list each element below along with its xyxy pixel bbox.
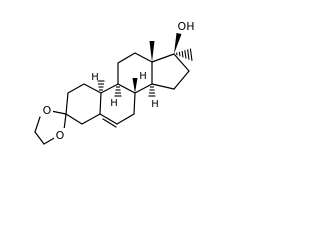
- bond-c7-c8: [133, 92, 136, 115]
- bond-c14-c8: [134, 83, 153, 94]
- bond-o-upper-ch2: [34, 116, 41, 133]
- hash-c17-methyl: [176, 48, 193, 61]
- structure-diagram: O O OH H H H H: [34, 19, 197, 145]
- bond-c12-c13: [134, 52, 153, 63]
- hash-c9-h: [114, 86, 122, 97]
- hash-c10-h: [97, 80, 105, 91]
- bond-c13-c17: [151, 53, 175, 63]
- bond-c6-c7: [116, 113, 135, 125]
- stereo-bonds: [97, 33, 193, 97]
- bond-c2-c3: [65, 92, 69, 115]
- bond-c9-c10: [100, 83, 119, 94]
- ring-c: [117, 52, 153, 94]
- bond-c15-c14: [151, 83, 175, 90]
- wedge-c17-oh: [174, 33, 182, 54]
- bond-c3-c4: [65, 113, 83, 125]
- wedge-c13-methyl: [149, 41, 155, 62]
- bond-c8-c9: [117, 83, 136, 94]
- bond-c10-c1: [83, 83, 102, 94]
- bond-c16-c15: [173, 70, 190, 90]
- wedge-c8-h: [132, 78, 138, 93]
- bond-c1-c2: [67, 83, 85, 94]
- ring-d: [151, 53, 190, 90]
- bond-c17-c16: [173, 53, 190, 72]
- atom-h-c10: H: [91, 72, 99, 83]
- bond-c5-c10: [99, 92, 102, 115]
- ring-b: [99, 83, 136, 128]
- hash-c14-h: [148, 86, 156, 97]
- bond-c3-o-upper: [50, 110, 67, 115]
- bond-c5-c6: [99, 113, 118, 125]
- ring-a: [65, 83, 102, 125]
- atom-labels: O O OH H H H H: [41, 19, 197, 142]
- atom-o-lower: O: [56, 129, 65, 142]
- bond-c4-c5: [81, 113, 101, 125]
- dioxolane-ring: [34, 110, 67, 145]
- atom-h-c9: H: [110, 98, 118, 109]
- bond-c11-c12: [117, 52, 136, 64]
- atom-o-upper: O: [43, 104, 52, 117]
- bond-c5-c6-double: [102, 118, 117, 128]
- bond-c3-o-lower: [63, 113, 67, 131]
- atom-hydroxyl: OH: [178, 20, 195, 33]
- atom-h-c14: H: [151, 99, 159, 110]
- bond-ch2-ch2: [34, 131, 45, 145]
- atom-h-c8: H: [139, 71, 147, 82]
